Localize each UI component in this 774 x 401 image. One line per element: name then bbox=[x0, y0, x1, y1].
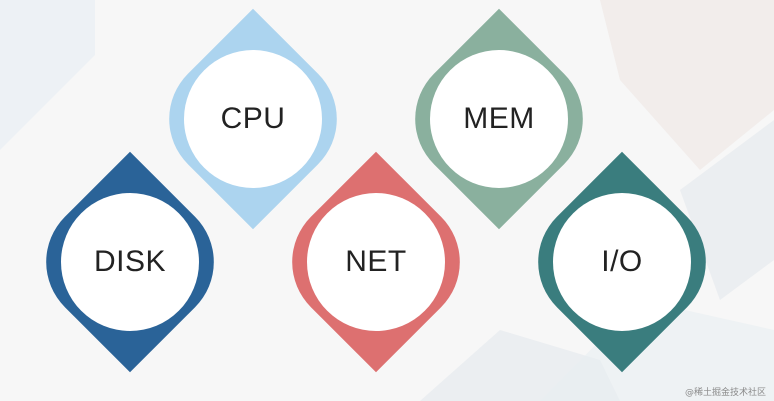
node-cpu-label: CPU bbox=[220, 102, 286, 135]
node-io: I/O bbox=[511, 151, 733, 373]
node-net: NET bbox=[265, 151, 487, 373]
watermark: @稀土掘金技术社区 bbox=[684, 388, 766, 398]
node-io-circle: I/O bbox=[553, 193, 691, 331]
node-cpu-circle: CPU bbox=[184, 50, 322, 188]
node-net-circle: NET bbox=[307, 193, 445, 331]
node-io-label: I/O bbox=[601, 245, 643, 278]
node-disk-label: DISK bbox=[93, 245, 167, 278]
node-disk: DISK bbox=[19, 151, 241, 373]
node-disk-circle: DISK bbox=[61, 193, 199, 331]
node-net-label: NET bbox=[345, 245, 407, 278]
node-mem-label: MEM bbox=[463, 102, 535, 135]
node-mem: MEM bbox=[388, 8, 610, 230]
node-cpu: CPU bbox=[142, 8, 364, 230]
node-mem-circle: MEM bbox=[430, 50, 568, 188]
